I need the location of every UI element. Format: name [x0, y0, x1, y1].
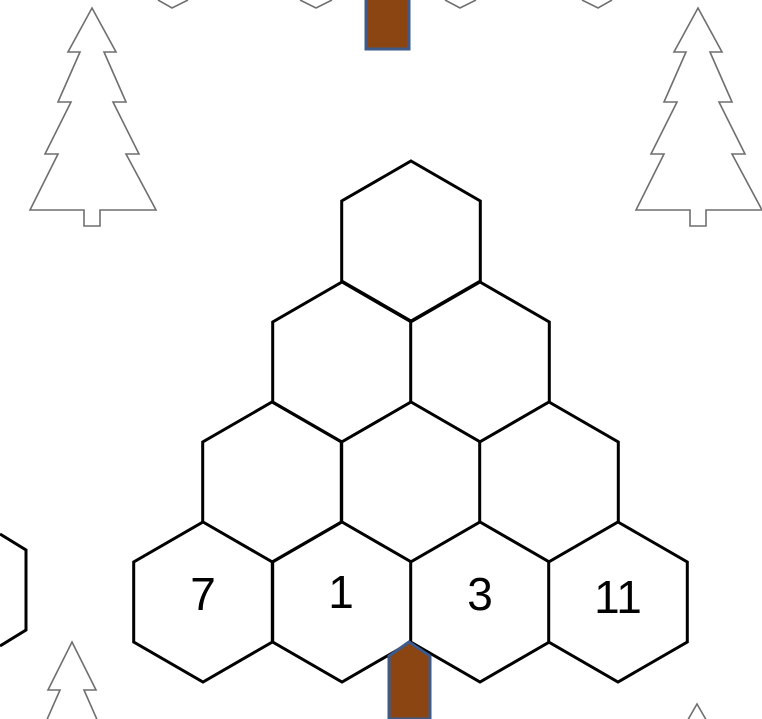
bottom-tree-trunk-icon — [389, 642, 430, 719]
hex-bottom-2-value: 1 — [328, 566, 354, 618]
top-tree-trunk-icon — [366, 0, 409, 49]
right-pine-tree-outline-icon — [636, 8, 762, 226]
left-pine-tree-outline-icon — [30, 8, 156, 226]
hex-bottom-4-value: 11 — [594, 571, 642, 623]
bottom-right-partial-pine-tree-icon — [682, 704, 712, 719]
left-edge-partial-hexagon — [0, 534, 26, 646]
hex-bottom-3-value: 3 — [467, 568, 493, 620]
hex-bottom-1-value: 7 — [190, 568, 216, 620]
bottom-left-partial-pine-tree-icon — [38, 642, 106, 719]
